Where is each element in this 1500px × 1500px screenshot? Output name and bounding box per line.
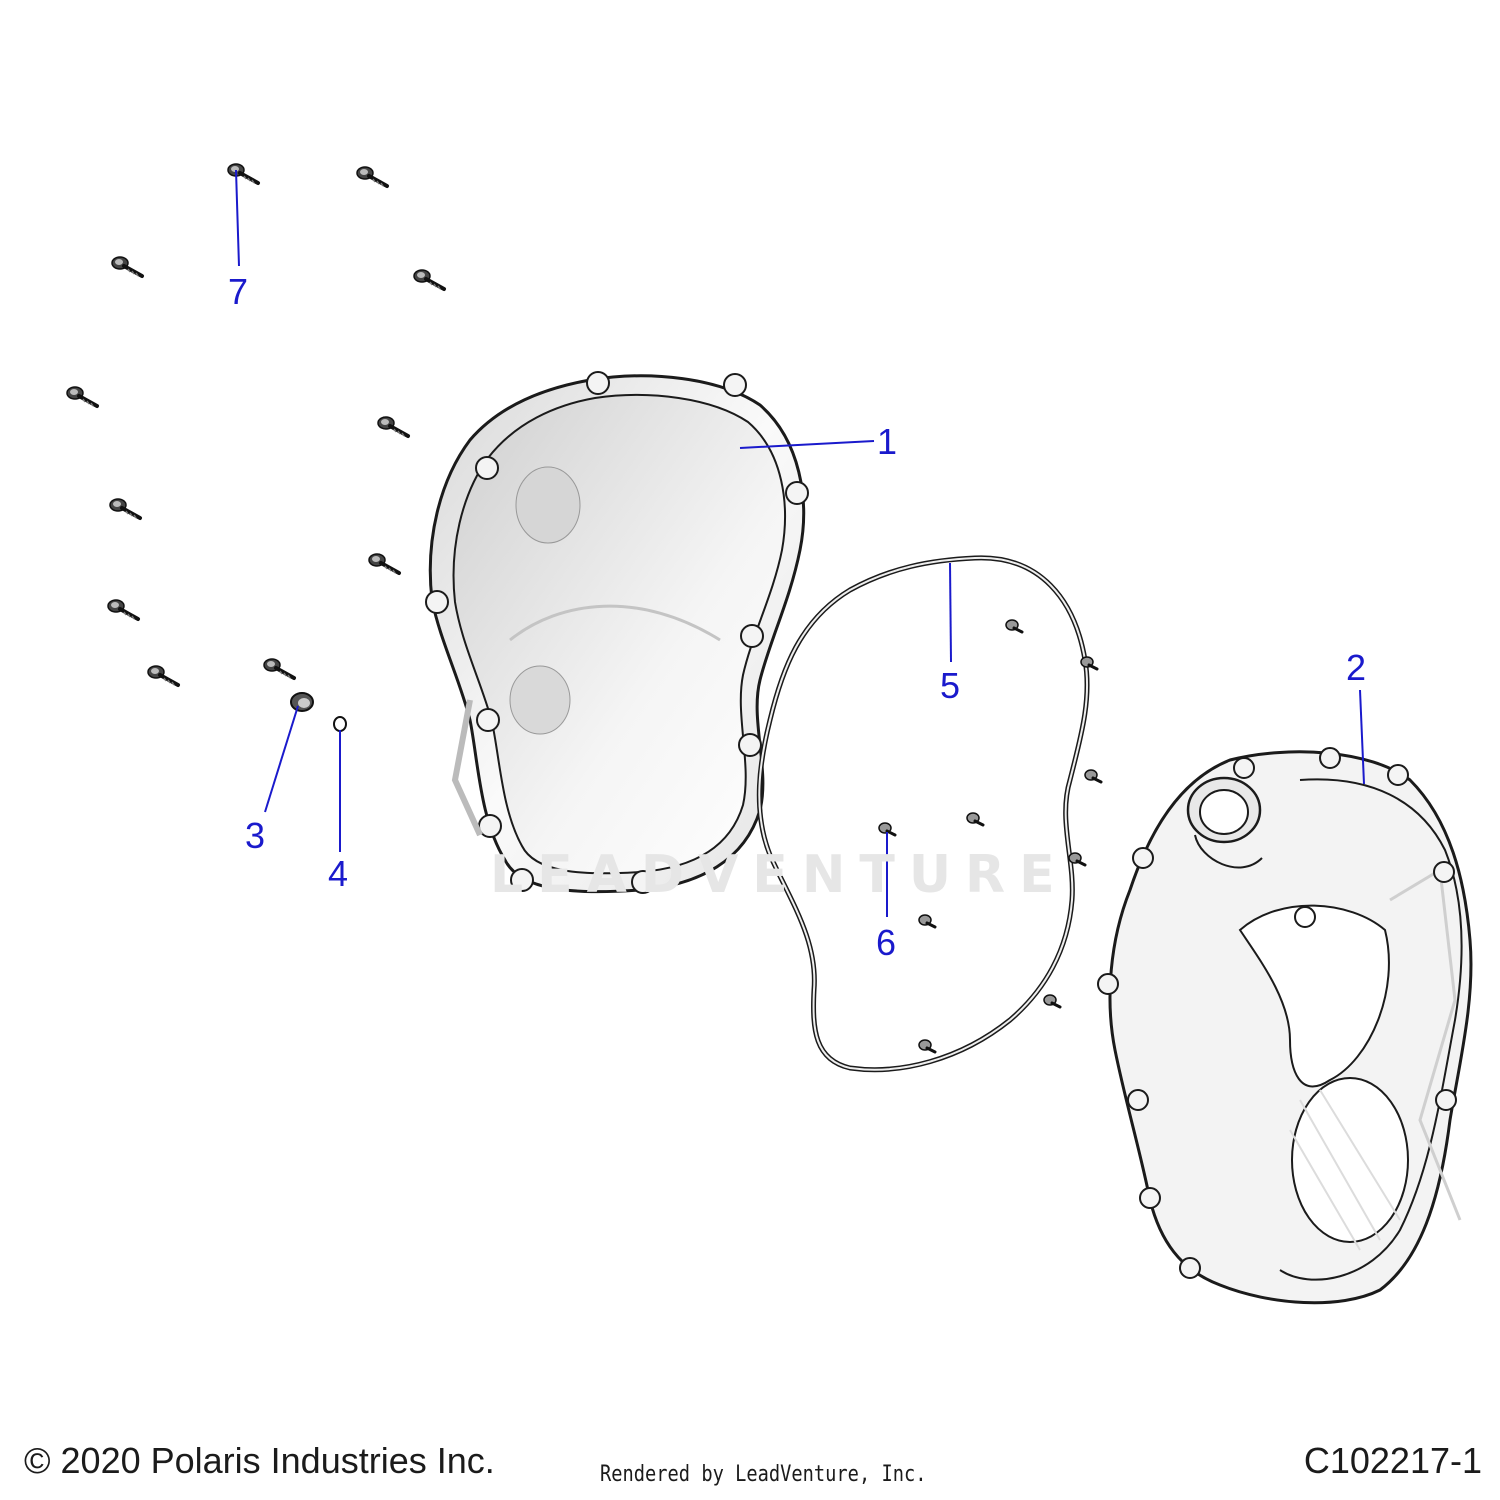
screw xyxy=(110,255,144,278)
stud xyxy=(1004,618,1024,634)
screw xyxy=(355,165,389,188)
stud xyxy=(917,913,937,929)
callout-3[interactable]: 3 xyxy=(245,815,266,856)
rendered-by-text: Rendered by LeadVenture, Inc. xyxy=(600,1462,927,1487)
outer-clutch-cover xyxy=(1097,747,1473,1305)
copyright-text: © 2020 Polaris Industries Inc. xyxy=(24,1440,495,1481)
callout-1[interactable]: 1 xyxy=(877,421,898,462)
inner-clutch-cover xyxy=(425,371,809,894)
stud xyxy=(1079,655,1099,671)
o-ring-part xyxy=(333,716,347,732)
leader-lines xyxy=(235,169,1365,917)
callout-6[interactable]: 6 xyxy=(876,922,897,963)
watermark: LEADVENTURE xyxy=(490,845,1069,905)
leader-line-1 xyxy=(739,440,875,449)
gasket-highlight xyxy=(758,556,1089,1071)
leader-line-3 xyxy=(264,705,299,813)
gasket-seal xyxy=(756,555,1090,1073)
screw xyxy=(146,664,180,687)
callout-5[interactable]: 5 xyxy=(940,665,961,706)
screw xyxy=(376,415,410,438)
leader-line-5 xyxy=(949,562,952,663)
screw xyxy=(262,657,296,680)
diagram-code: C102217-1 xyxy=(1303,1440,1482,1481)
callout-2[interactable]: 2 xyxy=(1346,647,1367,688)
screw xyxy=(108,497,142,520)
stud xyxy=(965,811,985,827)
screw-group xyxy=(65,162,446,687)
stud xyxy=(917,1038,937,1054)
screw xyxy=(412,268,446,291)
screw xyxy=(367,552,401,575)
screw xyxy=(226,162,260,185)
leader-line-2 xyxy=(1359,689,1365,785)
screw xyxy=(106,598,140,621)
callout-4[interactable]: 4 xyxy=(328,853,349,894)
callout-7[interactable]: 7 xyxy=(228,271,249,312)
screw xyxy=(65,385,99,408)
leader-line-7 xyxy=(235,169,240,267)
plug-part xyxy=(290,692,314,712)
stud xyxy=(1083,768,1103,784)
stud xyxy=(1042,993,1062,1009)
